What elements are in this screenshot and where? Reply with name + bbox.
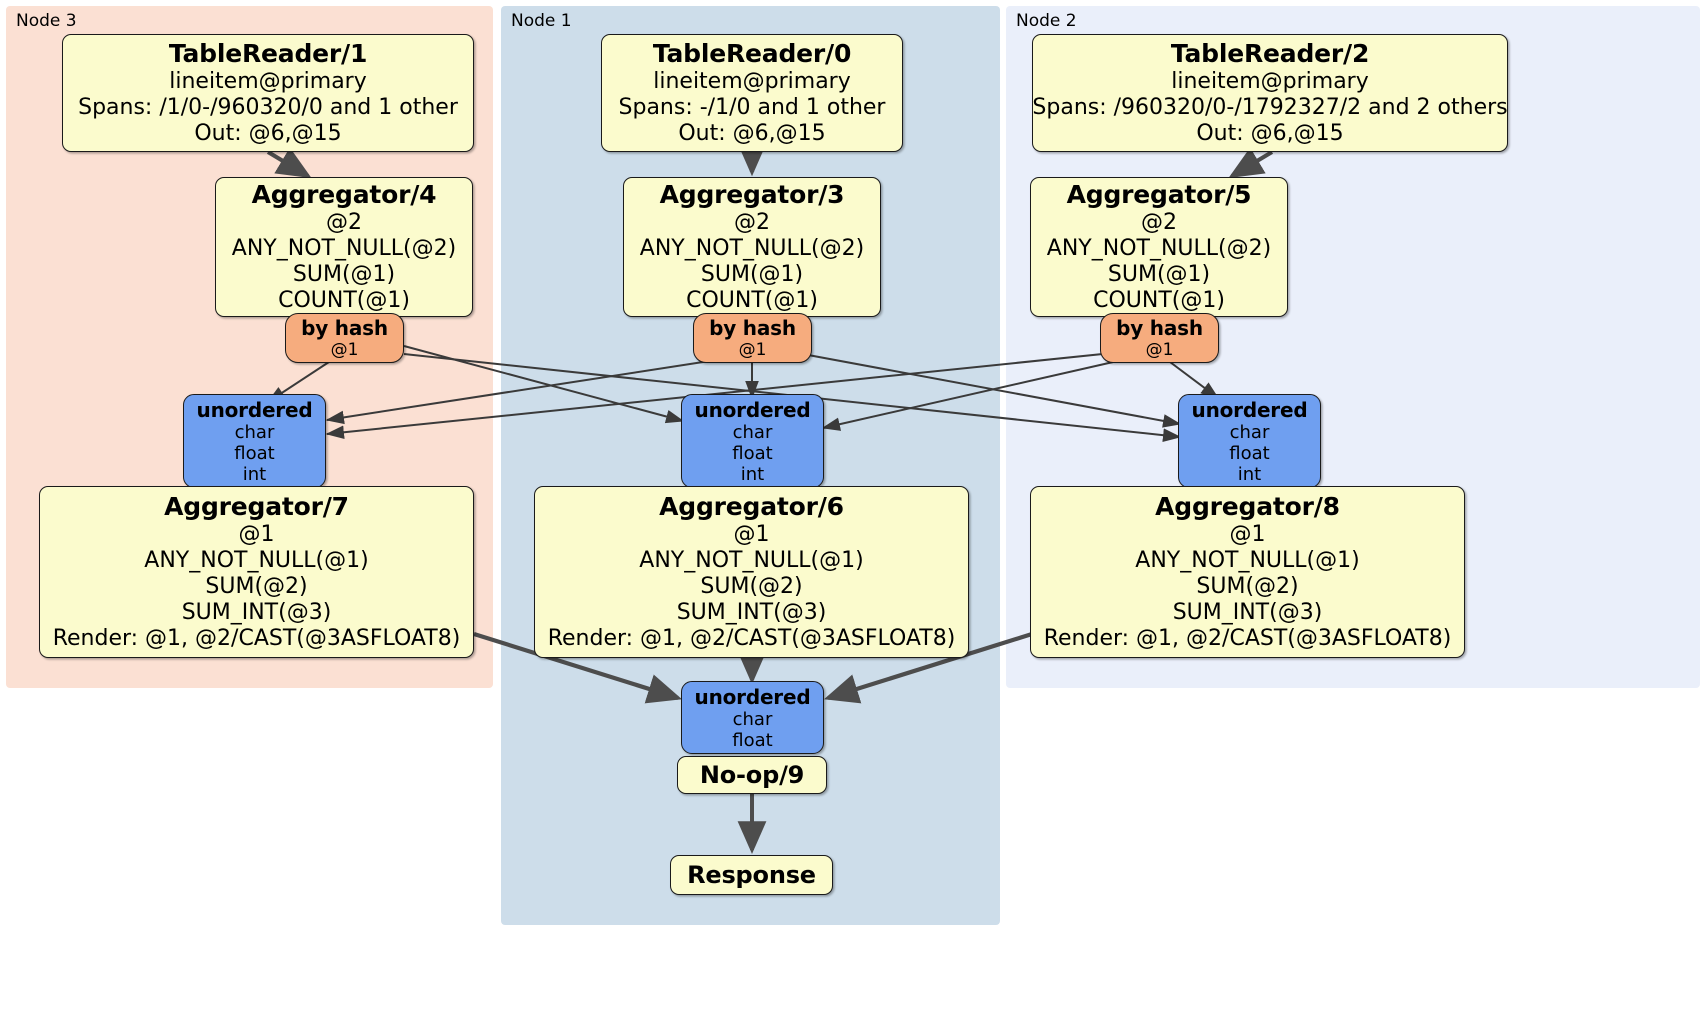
node-detail-agg-3: SUM_INT(@3): [1172, 600, 1323, 625]
node-detail-out: Out: @6,@15: [194, 121, 342, 146]
node-detail-table: lineitem@primary: [169, 69, 367, 94]
node-detail-groupcol: @1: [733, 522, 770, 547]
node-detail-agg-1: ANY_NOT_NULL(@1): [1135, 548, 1360, 573]
node-title: TableReader/2: [1170, 39, 1370, 68]
cluster-label-node-1: Node 1: [511, 11, 572, 31]
router-by-hash-center[interactable]: by hash @1: [693, 313, 812, 363]
node-aggregator-8[interactable]: Aggregator/8 @1 ANY_NOT_NULL(@1) SUM(@2)…: [1030, 486, 1465, 658]
node-aggregator-6[interactable]: Aggregator/6 @1 ANY_NOT_NULL(@1) SUM(@2)…: [534, 486, 969, 658]
node-detail-agg-1: ANY_NOT_NULL(@1): [639, 548, 864, 573]
sync-type-2: float: [732, 729, 773, 751]
sync-title: unordered: [196, 397, 313, 422]
node-title: Aggregator/5: [1066, 180, 1252, 209]
node-detail-table: lineitem@primary: [1171, 69, 1369, 94]
node-detail-agg-3: COUNT(@1): [686, 288, 818, 313]
sync-type-2: float: [1229, 442, 1270, 464]
sync-type-1: char: [234, 421, 275, 443]
sync-unordered-final[interactable]: unordered char float: [681, 681, 824, 754]
sync-type-3: int: [740, 463, 765, 485]
node-detail-agg-1: ANY_NOT_NULL(@2): [231, 236, 457, 261]
node-title: Aggregator/6: [659, 492, 844, 521]
node-aggregator-4[interactable]: Aggregator/4 @2 ANY_NOT_NULL(@2) SUM(@1)…: [215, 177, 473, 317]
router-title: by hash: [301, 315, 388, 340]
node-detail-groupcol: @2: [326, 210, 362, 235]
node-detail-agg-2: SUM(@2): [700, 574, 803, 599]
node-detail-agg-1: ANY_NOT_NULL(@2): [639, 236, 865, 261]
sync-unordered-right[interactable]: unordered char float int: [1178, 394, 1321, 488]
node-detail-groupcol: @2: [734, 210, 770, 235]
sync-type-3: int: [1237, 463, 1262, 485]
node-tablereader-2[interactable]: TableReader/2 lineitem@primary Spans: /9…: [1032, 34, 1508, 152]
router-by-hash-right[interactable]: by hash @1: [1100, 313, 1219, 363]
node-detail-out: Out: @6,@15: [1196, 121, 1344, 146]
router-by-hash-left[interactable]: by hash @1: [285, 313, 404, 363]
sync-unordered-left[interactable]: unordered char float int: [183, 394, 326, 488]
node-aggregator-7[interactable]: Aggregator/7 @1 ANY_NOT_NULL(@1) SUM(@2)…: [39, 486, 474, 658]
node-detail-render: Render: @1, @2/CAST(@3ASFLOAT8): [1043, 626, 1452, 651]
node-title: TableReader/0: [652, 39, 852, 68]
sync-type-2: float: [732, 442, 773, 464]
node-detail-agg-3: SUM_INT(@3): [676, 600, 827, 625]
cluster-label-node-3: Node 3: [16, 11, 77, 31]
router-title: by hash: [1116, 315, 1203, 340]
node-detail-groupcol: @2: [1141, 210, 1177, 235]
sync-type-1: char: [732, 708, 773, 730]
node-detail-groupcol: @1: [238, 522, 275, 547]
sync-type-3: int: [242, 463, 267, 485]
node-detail-out: Out: @6,@15: [678, 121, 826, 146]
node-detail-spans: Spans: /960320/0-/1792327/2 and 2 others: [1032, 95, 1508, 120]
node-detail-agg-2: SUM(@1): [700, 262, 804, 287]
node-detail-agg-2: SUM(@2): [205, 574, 308, 599]
cluster-label-node-2: Node 2: [1016, 11, 1077, 31]
node-aggregator-3[interactable]: Aggregator/3 @2 ANY_NOT_NULL(@2) SUM(@1)…: [623, 177, 881, 317]
node-title: Aggregator/7: [164, 492, 349, 521]
router-column: @1: [1145, 339, 1174, 360]
sync-type-2: float: [234, 442, 275, 464]
router-title: by hash: [709, 315, 796, 340]
node-title: No-op/9: [699, 761, 805, 789]
node-title: Aggregator/3: [659, 180, 845, 209]
router-column: @1: [738, 339, 767, 360]
node-detail-agg-2: SUM(@1): [292, 262, 396, 287]
node-detail-agg-3: COUNT(@1): [278, 288, 410, 313]
node-detail-table: lineitem@primary: [653, 69, 851, 94]
router-column: @1: [330, 339, 359, 360]
sync-title: unordered: [694, 397, 811, 422]
sync-type-1: char: [732, 421, 773, 443]
node-title: Response: [687, 861, 816, 889]
node-detail-agg-2: SUM(@1): [1107, 262, 1211, 287]
node-no-op-9[interactable]: No-op/9: [677, 756, 827, 794]
node-detail-spans: Spans: /1/0-/960320/0 and 1 other: [78, 95, 458, 120]
node-detail-agg-1: ANY_NOT_NULL(@2): [1046, 236, 1272, 261]
node-detail-render: Render: @1, @2/CAST(@3ASFLOAT8): [547, 626, 956, 651]
node-detail-agg-1: ANY_NOT_NULL(@1): [144, 548, 369, 573]
sync-title: unordered: [694, 684, 811, 709]
node-detail-agg-3: COUNT(@1): [1093, 288, 1225, 313]
sync-title: unordered: [1191, 397, 1308, 422]
node-detail-render: Render: @1, @2/CAST(@3ASFLOAT8): [52, 626, 461, 651]
node-detail-spans: Spans: -/1/0 and 1 other: [618, 95, 886, 120]
node-title: TableReader/1: [168, 39, 368, 68]
node-detail-agg-3: SUM_INT(@3): [181, 600, 332, 625]
node-title: Aggregator/4: [251, 180, 437, 209]
node-title: Aggregator/8: [1155, 492, 1340, 521]
node-detail-agg-2: SUM(@2): [1196, 574, 1299, 599]
node-response[interactable]: Response: [670, 855, 833, 895]
node-aggregator-5[interactable]: Aggregator/5 @2 ANY_NOT_NULL(@2) SUM(@1)…: [1030, 177, 1288, 317]
sync-type-1: char: [1229, 421, 1270, 443]
node-tablereader-0[interactable]: TableReader/0 lineitem@primary Spans: -/…: [601, 34, 903, 152]
sync-unordered-center[interactable]: unordered char float int: [681, 394, 824, 488]
node-detail-groupcol: @1: [1229, 522, 1266, 547]
node-tablereader-1[interactable]: TableReader/1 lineitem@primary Spans: /1…: [62, 34, 474, 152]
